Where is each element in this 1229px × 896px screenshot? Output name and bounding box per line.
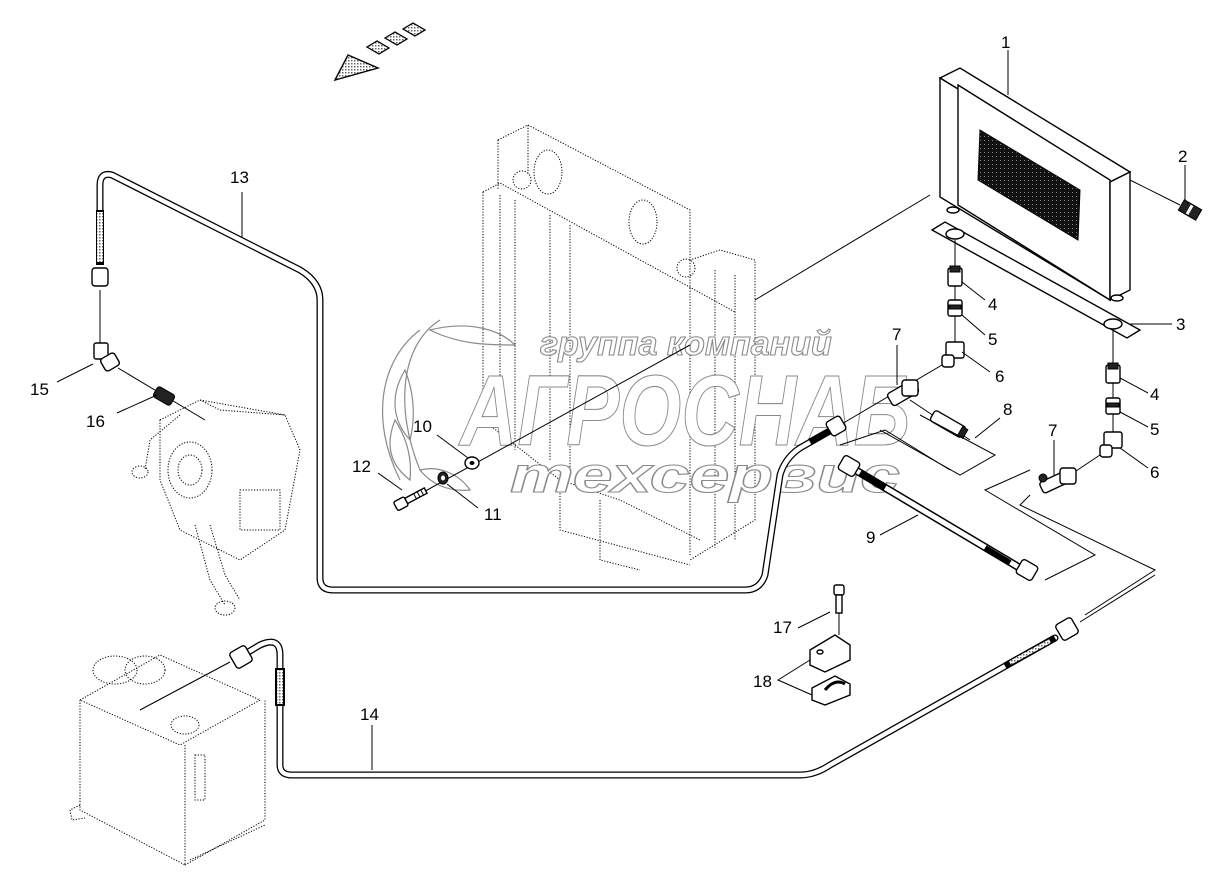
adapter-fitting	[947, 265, 963, 287]
arrow-segment	[365, 40, 391, 55]
sensor-plug	[1177, 199, 1203, 221]
return-line-14	[229, 617, 1079, 779]
callout-6: 6	[995, 367, 1004, 386]
callout-13: 13	[230, 168, 249, 187]
callout-14: 14	[360, 705, 379, 724]
callout-7: 7	[892, 325, 901, 344]
callout-12: 12	[352, 457, 371, 476]
elbow-fitting	[1099, 431, 1123, 458]
elbow-fitting-15	[93, 342, 121, 372]
callout-15: 15	[30, 380, 49, 399]
adapter-fitting	[1105, 362, 1121, 384]
tee-fitting	[886, 379, 920, 407]
tee-fitting	[1038, 467, 1077, 494]
union-fitting	[1105, 397, 1121, 415]
check-valve	[929, 410, 969, 440]
arrow-head	[333, 54, 381, 82]
watermark-line3: техсервис	[510, 447, 900, 503]
union-fitting	[947, 299, 963, 317]
washer-10	[464, 456, 480, 470]
hose-9	[837, 454, 1039, 582]
callout-7b: 7	[1048, 421, 1057, 440]
cap-screw-17	[833, 584, 845, 635]
callout-4: 4	[988, 295, 997, 314]
callout-3: 3	[1176, 315, 1185, 334]
bracket-hole	[945, 228, 965, 240]
watermark-line1: группа компаний	[540, 325, 832, 363]
callout-2: 2	[1178, 147, 1187, 166]
leader-lines	[56, 50, 1186, 770]
mounting-bracket	[930, 221, 1142, 339]
pressure-line-13	[91, 171, 847, 594]
callout-11: 11	[484, 505, 502, 524]
callout-5: 5	[988, 330, 997, 349]
elbow-fitting	[941, 341, 965, 368]
callout-17: 17	[773, 618, 792, 637]
direction-arrow-icon	[333, 22, 427, 82]
adapter-fitting-16	[152, 386, 176, 406]
clamp-halves-18	[809, 634, 851, 706]
callout-1: 1	[1001, 33, 1010, 52]
watermark: группа компаний АГРОСНАБ техсервис	[382, 319, 911, 504]
callout-16: 16	[86, 412, 105, 431]
bracket-hole	[1103, 318, 1123, 330]
lock-washer-11	[437, 471, 449, 485]
callout-labels: 1 2 3 4 5 6 7 8 4 5 6 7 9 10 11 12 13 14…	[30, 33, 1187, 724]
callout-18: 18	[753, 672, 772, 691]
oil-cooler	[938, 67, 1132, 302]
hydraulic-tank	[69, 654, 266, 866]
arrow-segment	[383, 31, 409, 46]
callout-10: 10	[413, 417, 432, 436]
watermark-line2: АГРОСНАБ	[458, 355, 910, 467]
bolt-12	[393, 487, 429, 511]
hydraulic-pump	[131, 399, 301, 616]
callout-4b: 4	[1150, 385, 1159, 404]
callout-8: 8	[1003, 400, 1012, 419]
callout-5b: 5	[1150, 420, 1159, 439]
callout-9: 9	[866, 528, 875, 547]
callout-6b: 6	[1150, 463, 1159, 482]
arrow-segment	[401, 22, 427, 37]
